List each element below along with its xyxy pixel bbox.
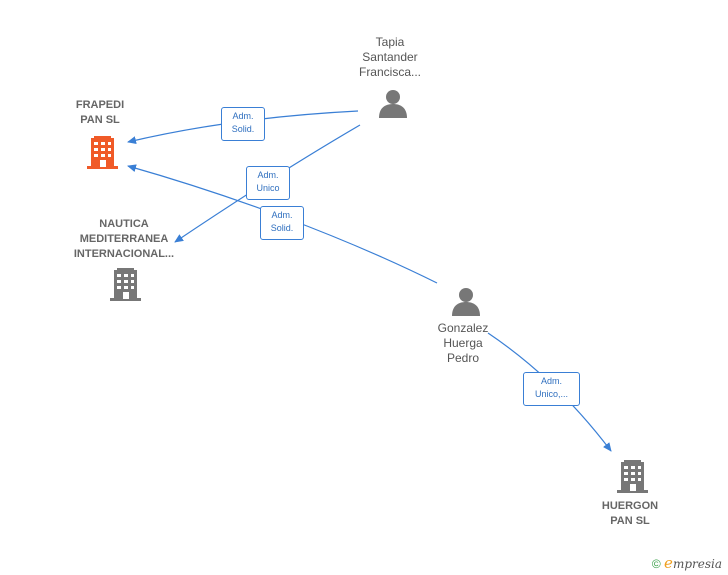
building-icon-nautica[interactable]: [110, 268, 141, 301]
copyright-icon: ©: [651, 557, 661, 571]
edge-label-tapia-frapedi: Adm. Solid.: [221, 107, 265, 141]
company-label-frapedi[interactable]: FRAPEDI PAN SL: [75, 99, 125, 126]
person-label-tapia[interactable]: Tapia Santander Francisca...: [358, 35, 421, 79]
empresia-logo[interactable]: © empresia: [652, 554, 722, 572]
building-icon-huergon[interactable]: [617, 460, 648, 493]
person-icon-tapia[interactable]: [379, 90, 407, 118]
building-icon-frapedi[interactable]: [87, 136, 118, 169]
edge-label-gonzalez-huergon: Adm. Unico,...: [523, 372, 580, 406]
person-label-gonzalez[interactable]: Gonzalez Huerga Pedro: [437, 321, 489, 365]
company-label-huergon[interactable]: HUERGON PAN SL: [601, 500, 659, 527]
brand-name: empresia: [664, 554, 722, 572]
person-icon-gonzalez[interactable]: [452, 288, 480, 316]
edge-label-gonzalez-frapedi: Adm. Solid.: [260, 206, 304, 240]
edge-label-tapia-nautica: Adm. Unico: [246, 166, 290, 200]
company-label-nautica[interactable]: NAUTICA MEDITERRANEA INTERNACIONAL...: [73, 218, 175, 260]
